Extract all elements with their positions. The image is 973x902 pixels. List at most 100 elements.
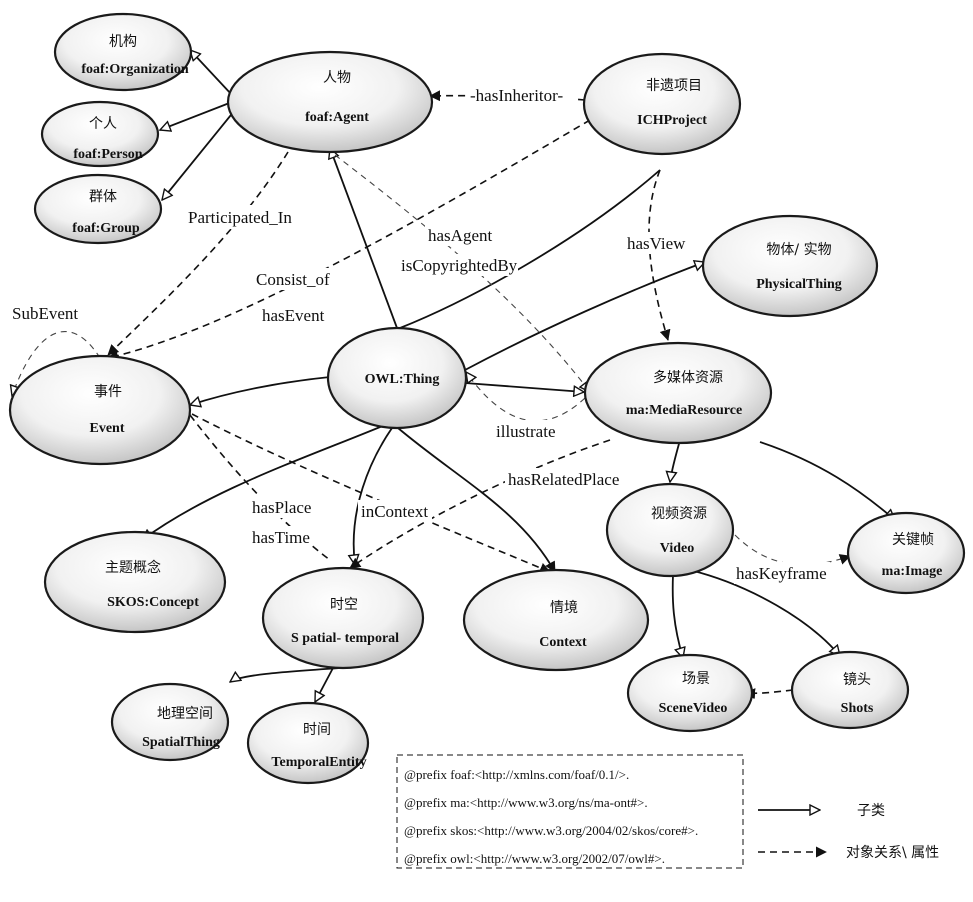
label-subevent: SubEvent xyxy=(12,304,78,323)
edge-media-image xyxy=(759,441,895,520)
node-spatialthing: 地理空间 SpatialThing xyxy=(110,682,230,762)
node-group-zh: 群体 xyxy=(89,189,117,205)
label-haskeyframe: hasKeyframe xyxy=(736,564,827,583)
node-agent-en: foaf:Agent xyxy=(305,110,369,125)
label-hasevent: hasEvent xyxy=(262,306,325,325)
node-spatialthing-en: SpatialThing xyxy=(142,735,220,750)
node-temporalentity: 时间 TemporalEntity xyxy=(246,701,370,785)
node-context: 情境 Context xyxy=(462,568,650,672)
node-concept: 主题概念 SKOS:Concept xyxy=(43,530,227,634)
edge-video-image-haskeyframe xyxy=(734,534,851,566)
node-image-en: ma:Image xyxy=(882,564,943,579)
prefix-skos: @prefix skos:<http://www.w3.org/2004/02/… xyxy=(404,823,698,838)
label-hasplace: hasPlace xyxy=(252,498,311,517)
node-organization-en: foaf:Organization xyxy=(81,62,189,77)
edge-agent-person xyxy=(160,101,233,130)
node-concept-zh: 主题概念 xyxy=(105,559,161,576)
node-agent: 人物 foaf:Agent xyxy=(226,50,434,154)
node-context-zh: 情境 xyxy=(550,600,578,616)
node-scenevideo: 场景 SceneVideo xyxy=(626,653,754,733)
node-image: 关键帧 ma:Image xyxy=(846,511,966,595)
node-group-en: foaf:Group xyxy=(72,221,140,236)
edge-ich-media-hasview xyxy=(648,169,671,341)
edge-agent-event-participated xyxy=(107,151,289,356)
node-mediaresource-zh: 多媒体资源 xyxy=(653,369,723,386)
edge-video-shots xyxy=(689,569,840,656)
edge-shots-scenevideo xyxy=(744,688,794,700)
label-illustrate: illustrate xyxy=(496,422,555,441)
edge-video-scenevideo xyxy=(671,574,683,658)
node-scenevideo-zh: 场景 xyxy=(682,671,710,687)
label-consist-of: Consist_of xyxy=(256,270,330,289)
node-event-zh: 事件 xyxy=(94,384,122,400)
label-hasview: hasView xyxy=(627,234,686,253)
node-ichproject: 非遗项目 ICHProject xyxy=(582,52,742,156)
legend-relation-label: 对象关系\ 属性 xyxy=(846,845,939,861)
prefix-owl: @prefix owl:<http://www.w3.org/2002/07/o… xyxy=(404,851,665,866)
edge-thing-context xyxy=(397,427,556,573)
edge-media-thing-illustrate xyxy=(466,372,586,422)
edge-event-subevent xyxy=(12,330,101,396)
node-group: 群体 foaf:Group xyxy=(33,173,163,245)
edge-agent-group xyxy=(162,109,236,200)
node-physicalthing-en: PhysicalThing xyxy=(756,277,842,292)
label-hasinheritor: -hasInheritor- xyxy=(470,86,563,105)
node-mediaresource: 多媒体资源 ma:MediaResource xyxy=(583,341,773,445)
edge-thing-event xyxy=(190,376,331,405)
node-shots: 镜头 Shots xyxy=(790,650,910,730)
node-video-zh: 视频资源 xyxy=(651,506,707,522)
node-person-zh: 个人 xyxy=(89,116,117,132)
node-event: 事件 Event xyxy=(8,354,192,466)
edge-agent-organization xyxy=(190,50,233,96)
edge-thing-physicalthing xyxy=(464,262,705,371)
node-person-en: foaf:Person xyxy=(73,147,142,162)
node-spatialthing-zh: 地理空间 xyxy=(157,706,213,722)
edge-media-video xyxy=(670,439,681,482)
node-physicalthing-zh: 物体/ 实物 xyxy=(766,242,831,258)
node-owlthing-en: OWL:Thing xyxy=(365,372,440,387)
edge-spatio-temporalentity xyxy=(314,667,334,702)
node-spatiotemporal-en: S patial- temporal xyxy=(291,631,399,646)
node-event-en: Event xyxy=(90,421,125,436)
edge-thing-ichproject xyxy=(399,169,661,329)
label-hasrelatedplace: hasRelatedPlace xyxy=(508,470,619,489)
node-person: 个人 foaf:Person xyxy=(40,100,160,168)
prefix-ma: @prefix ma:<http://www.w3.org/ns/ma-ont#… xyxy=(404,795,648,810)
node-scenevideo-en: SceneVideo xyxy=(659,701,728,716)
label-hastime: hasTime xyxy=(252,528,310,547)
node-image-zh: 关键帧 xyxy=(892,532,934,548)
node-mediaresource-en: ma:MediaResource xyxy=(626,403,742,418)
node-shots-en: Shots xyxy=(841,701,874,716)
label-hasagent: hasAgent xyxy=(428,226,492,245)
node-temporalentity-zh: 时间 xyxy=(303,722,331,738)
node-ichproject-zh: 非遗项目 xyxy=(646,78,702,94)
legend-subclass-label: 子类 xyxy=(857,803,885,819)
edge-thing-mediaresource xyxy=(464,382,584,392)
edge-event-context-incontext xyxy=(191,413,551,574)
node-ichproject-en: ICHProject xyxy=(637,113,707,128)
node-organization-zh: 机构 xyxy=(109,34,137,50)
edge-media-spatio-hasrelatedplace xyxy=(349,439,611,569)
prefix-box xyxy=(396,754,744,869)
node-spatiotemporal-zh: 时空 xyxy=(330,597,358,613)
edge-thing-spatiotemporal xyxy=(354,427,393,565)
node-agent-zh: 人物 xyxy=(323,70,351,86)
node-video-en: Video xyxy=(660,541,694,556)
edge-thing-agent xyxy=(330,148,398,329)
node-shots-zh: 镜头 xyxy=(843,672,871,688)
node-context-en: Context xyxy=(539,635,587,650)
edge-thing-concept xyxy=(142,424,386,540)
label-participated-in: Participated_In xyxy=(188,208,292,227)
node-video: 视频资源 Video xyxy=(605,482,735,578)
node-temporalentity-en: TemporalEntity xyxy=(271,755,366,770)
edge-ich-event-consistof xyxy=(107,119,591,362)
label-incontext: inContext xyxy=(361,502,428,521)
prefix-foaf: @prefix foaf:<http://xmlns.com/foaf/0.1/… xyxy=(404,767,629,782)
edge-spatio-spatialthing xyxy=(230,667,341,682)
node-physicalthing: 物体/ 实物 PhysicalThing xyxy=(701,214,879,318)
node-organization: 机构 foaf:Organization xyxy=(53,12,193,92)
node-concept-en: SKOS:Concept xyxy=(107,595,199,610)
node-spatiotemporal: 时空 S patial- temporal xyxy=(261,566,425,670)
label-iscopyrightedby: isCopyrightedBy xyxy=(401,256,518,275)
